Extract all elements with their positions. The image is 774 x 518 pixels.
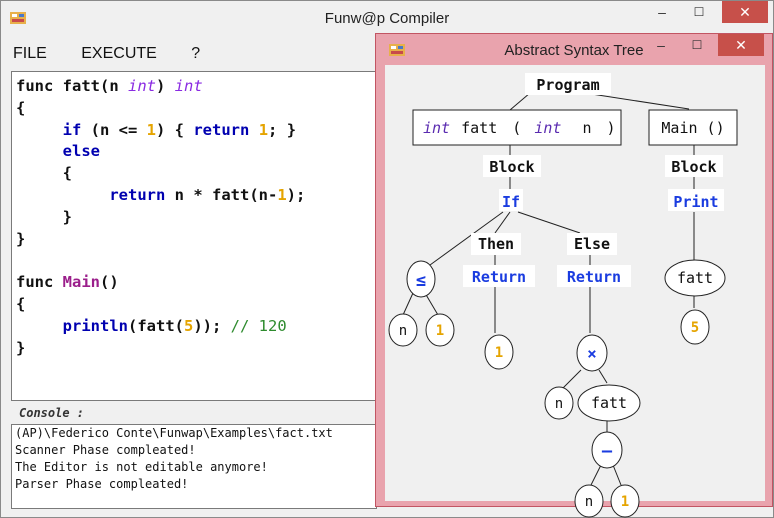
ast-main-decl-text: Main () [661, 119, 724, 137]
ast-tree: Program int fatt ( int n ) Main () Block… [388, 73, 738, 518]
ast-times-label: × [587, 344, 597, 363]
ast-print-arg-label: 5 [691, 320, 699, 336]
ast-node-return-then-value [484, 334, 514, 370]
ast-node-leq-1 [425, 313, 455, 347]
console-output[interactable]: (AP)\Federico Conte\Funwap\Examples\fact… [11, 424, 377, 509]
code-text: func fatt(n int) int { if (n <= 1) { retu… [16, 76, 305, 359]
ast-node-main-decl [648, 109, 738, 146]
ast-node-then: Then [478, 235, 514, 253]
code-line: } [16, 207, 72, 226]
ast-fatt-name: fatt [461, 119, 497, 137]
ast-node-minus-n [574, 484, 604, 518]
code-line: { [16, 98, 26, 117]
menu-file[interactable]: FILE [13, 45, 47, 62]
console-line: Parser Phase compleated! [15, 477, 189, 491]
ast-node-fatt-decl [412, 109, 622, 146]
ast-node-block-left: Block [489, 158, 534, 176]
ast-maximize-button[interactable]: ☐ [691, 38, 703, 52]
ast-minimize-button[interactable]: – [657, 37, 665, 53]
app-icon [10, 12, 26, 24]
window-title: Funw@p Compiler [324, 10, 450, 27]
ast-fatt-param-type: int [534, 119, 561, 137]
code-line: if (n <= 1) { return 1; } [62, 120, 297, 139]
ast-node-times-n [544, 386, 574, 420]
code-line [16, 250, 305, 272]
code-line: func Main() [16, 273, 119, 292]
console-line: The Editor is not editable anymore! [15, 460, 268, 474]
ast-window: Abstract Syntax Tree – ☐ ✕ [375, 33, 773, 518]
ast-fatt-close: ) [607, 119, 616, 137]
ast-fatt-param: n [582, 119, 591, 137]
menu-execute[interactable]: EXECUTE [81, 45, 157, 62]
ast-fatt-type: int [423, 119, 450, 137]
ast-node-leq-n [388, 313, 418, 347]
ast-print-call-label: fatt [677, 269, 713, 287]
code-line: println(fatt(5)); // 120 [62, 316, 287, 335]
close-button[interactable]: ✕ [722, 1, 768, 23]
console-line: Scanner Phase compleated! [15, 443, 196, 457]
ast-close-button[interactable]: ✕ [718, 34, 764, 56]
code-line: { [16, 164, 72, 183]
ast-fatt-decl-text: int fatt ( int n ) [423, 119, 616, 137]
code-line: } [16, 229, 26, 248]
ast-node-print: Print [673, 193, 718, 211]
ast-node-return-then: Return [472, 268, 526, 286]
ast-times-n-label: n [555, 396, 563, 412]
ast-leq-label: ≤ [416, 271, 426, 291]
ast-leq-n-label: n [399, 323, 407, 339]
ast-fatt-call-label: fatt [591, 394, 627, 412]
ast-node-else: Else [574, 235, 610, 253]
ast-return-then-value-label: 1 [495, 345, 503, 361]
ast-leq-1-label: 1 [436, 323, 444, 339]
ast-node-minus [591, 431, 623, 469]
maximize-button[interactable]: ☐ [693, 5, 705, 19]
code-line: { [16, 294, 26, 313]
ast-node-times [576, 334, 608, 372]
ast-node-return-else: Return [567, 268, 621, 286]
code-editor[interactable]: func fatt(n int) int { if (n <= 1) { retu… [11, 71, 377, 401]
ast-minus-1-label: 1 [621, 494, 629, 510]
ast-node-print-call [664, 259, 726, 297]
ast-node-leq [406, 260, 436, 298]
ast-app-icon [389, 44, 405, 56]
title-bar[interactable]: Funw@p Compiler – ☐ ✕ [1, 1, 773, 35]
ast-minus-n-label: n [585, 494, 593, 510]
code-line: } [16, 338, 26, 357]
ast-edges [402, 92, 695, 486]
ast-node-print-arg [680, 309, 710, 345]
ast-node-program: Program [536, 76, 599, 94]
menu-bar: FILE EXECUTE ? [11, 41, 228, 67]
ast-canvas: Program int fatt ( int n ) Main () Block… [385, 65, 765, 518]
ast-node-block-right: Block [671, 158, 716, 176]
ast-fatt-open: ( [512, 119, 521, 137]
ast-window-title: Abstract Syntax Tree [504, 42, 644, 59]
minimize-button[interactable]: – [658, 4, 666, 20]
code-line: else [62, 142, 100, 161]
code-line: func fatt(n int) int [16, 77, 203, 95]
console-line: (AP)\Federico Conte\Funwap\Examples\fact… [15, 426, 333, 440]
ast-node-if: If [502, 193, 520, 211]
ast-minus-label: – [602, 441, 613, 461]
ast-node-minus-1 [610, 484, 640, 518]
console-label: Console : [19, 406, 85, 420]
code-line: return n * fatt(n-1); [109, 185, 306, 204]
ast-node-fatt-call [577, 384, 641, 422]
menu-help[interactable]: ? [191, 45, 201, 62]
